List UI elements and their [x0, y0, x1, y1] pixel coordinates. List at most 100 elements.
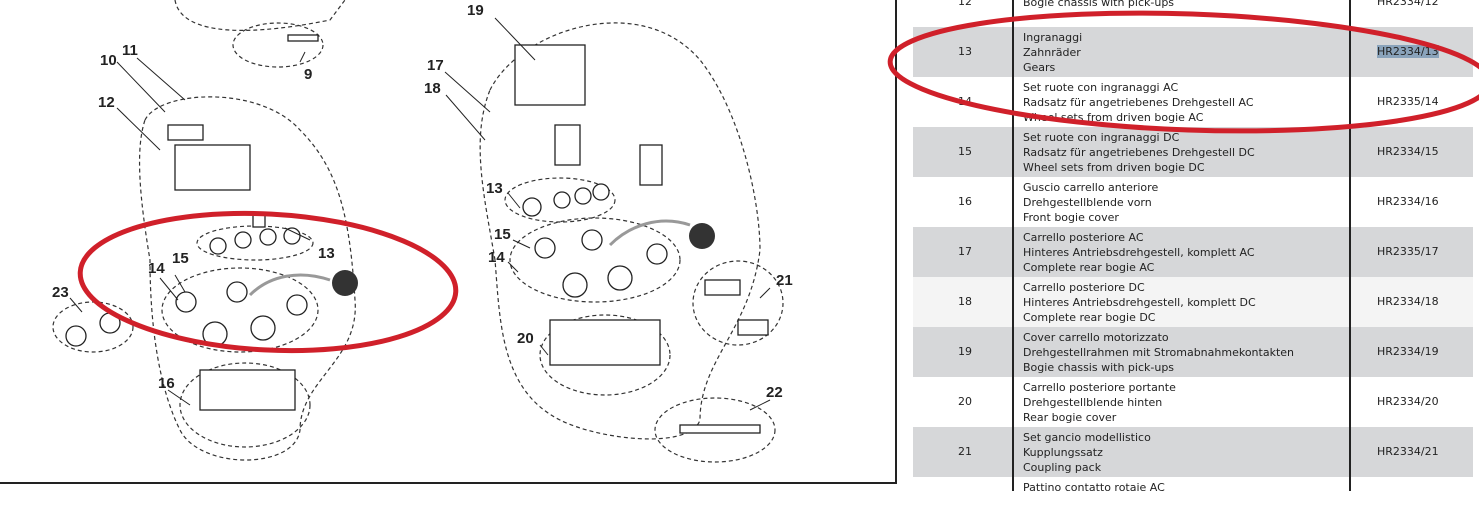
article-code[interactable]: HR2334/18 — [1377, 277, 1439, 327]
exploded-parts-diagram: 19 11 10 12 9 17 18 13 15 14 13 15 14 21… — [0, 0, 897, 484]
article-code[interactable]: HR2334/19 — [1377, 327, 1439, 377]
callout-13-left: 13 — [318, 245, 335, 262]
group-outline-top — [174, 0, 346, 32]
part-20 — [549, 319, 661, 366]
article-code-text[interactable]: HR2334/16 — [1377, 195, 1439, 208]
callout-19: 19 — [467, 2, 484, 19]
callout-13-right: 13 — [486, 180, 503, 197]
callout-11: 11 — [122, 42, 138, 59]
callout-23: 23 — [52, 284, 69, 301]
description-line: Kupplungssatz — [1023, 446, 1103, 459]
article-code-text[interactable]: HR2334/20 — [1377, 395, 1439, 408]
article-code-text[interactable]: HR2334/21 — [1377, 445, 1439, 458]
column-divider — [1012, 0, 1014, 491]
callout-15-left: 15 — [172, 250, 189, 267]
article-code[interactable]: HR2334/12 — [1377, 0, 1439, 27]
description-line — [1023, 10, 1294, 25]
article-code-text[interactable]: HR2334/19 — [1377, 345, 1439, 358]
description-line: Cover carrello motorizzato — [1023, 331, 1169, 344]
article-code-text[interactable]: HR2334/13 — [1377, 45, 1439, 58]
column-divider — [1349, 0, 1351, 491]
part-number: 18 — [958, 295, 972, 308]
callout-10: 10 — [100, 52, 117, 69]
article-code[interactable]: HR2335/17 — [1377, 227, 1439, 277]
table-row: 14 Set ruote con ingranaggi AC Radsatz für… — [913, 77, 1473, 127]
description-line: Carrello posteriore DC — [1023, 281, 1145, 294]
callout-20: 20 — [517, 330, 534, 347]
description-line: Drehgestellblende vorn — [1023, 196, 1152, 209]
description-line: Coupling pack — [1023, 461, 1102, 474]
description-line: Set ruote con ingranaggi AC — [1023, 81, 1179, 94]
callout-14-left: 14 — [148, 260, 165, 277]
table-row: Pattino contatto rotaie AC — [913, 477, 1473, 527]
part-number: 19 — [958, 345, 972, 358]
article-code[interactable]: HR2334/16 — [1377, 177, 1439, 227]
description-line: Radsatz für angetriebenes Drehgestell AC — [1023, 96, 1254, 109]
part-number: 17 — [958, 245, 972, 258]
part-description: Pattino contatto rotaie AC — [1023, 480, 1165, 525]
part-number: 20 — [958, 395, 972, 408]
article-code-text[interactable]: HR2334/12 — [1377, 0, 1439, 8]
group-outline-gears-right — [504, 177, 616, 223]
description-line: Pattino contatto rotaie AC — [1023, 481, 1165, 494]
description-line: Drehgestellrahmen mit Stromabnahmekontak… — [1023, 346, 1294, 359]
article-code-text[interactable]: HR2335/17 — [1377, 245, 1439, 258]
article-code[interactable]: HR2334/15 — [1377, 127, 1439, 177]
description-line: Carrello posteriore portante — [1023, 381, 1176, 394]
description-line: Bogie chassis with pick-ups — [1023, 361, 1175, 374]
part-description: Set ruote con ingranaggi AC Radsatz für a… — [1023, 80, 1254, 125]
part-number: 12 — [958, 0, 972, 8]
table-row: 18 Carrello posteriore DC Hinteres Antrieb… — [913, 277, 1473, 327]
article-code[interactable]: HR2334/13 — [1377, 27, 1439, 77]
article-code[interactable]: HR2334/21 — [1377, 427, 1439, 477]
part-number: 21 — [958, 445, 972, 458]
article-code[interactable]: HR2334/20 — [1377, 377, 1439, 427]
part-number: 14 — [958, 95, 972, 108]
part-21 — [737, 319, 769, 336]
description-line — [1023, 495, 1165, 510]
part-description: Drehgestellrahmen mit Stromabnahmekontak… — [1023, 0, 1294, 25]
part-bracket — [554, 124, 581, 166]
callout-21: 21 — [776, 272, 793, 289]
part-number: 15 — [958, 145, 972, 158]
part-number — [913, 477, 1017, 527]
article-code[interactable]: HR2335/14 — [1377, 77, 1439, 127]
description-line: Complete rear bogie DC — [1023, 311, 1156, 324]
description-line: Complete rear bogie AC — [1023, 261, 1155, 274]
group-outline-22 — [654, 397, 776, 463]
description-line: Wheel sets from driven bogie DC — [1023, 161, 1205, 174]
article-code-text[interactable]: HR2335/14 — [1377, 95, 1439, 108]
callout-18: 18 — [424, 80, 441, 97]
callout-15-right: 15 — [494, 226, 511, 243]
description-line: Radsatz für angetriebenes Drehgestell DC — [1023, 146, 1255, 159]
callout-9: 9 — [304, 66, 313, 83]
group-outline-21 — [692, 260, 784, 346]
description-line: Hinteres Antriebsdrehgestell, komplett D… — [1023, 296, 1256, 309]
description-line: Drehgestellblende hinten — [1023, 396, 1163, 409]
callout-12: 12 — [98, 94, 115, 111]
description-line: Rear bogie cover — [1023, 411, 1117, 424]
callout-16: 16 — [158, 375, 175, 392]
callout-14-right: 14 — [488, 249, 505, 266]
article-code-text[interactable]: HR2334/15 — [1377, 145, 1439, 158]
part-16 — [199, 369, 296, 411]
motor-symbol-icon — [689, 223, 715, 249]
description-line — [1023, 510, 1165, 525]
article-code-text[interactable]: HR2334/18 — [1377, 295, 1439, 308]
motor-symbol-icon — [332, 270, 358, 296]
part-description: Carrello posteriore DC Hinteres Antriebsd… — [1023, 280, 1256, 325]
description-line: Front bogie cover — [1023, 211, 1119, 224]
description-line: Gears — [1023, 61, 1056, 74]
table-row: 12 Drehgestellrahmen mit Stromabnahmekont… — [913, 0, 1473, 27]
